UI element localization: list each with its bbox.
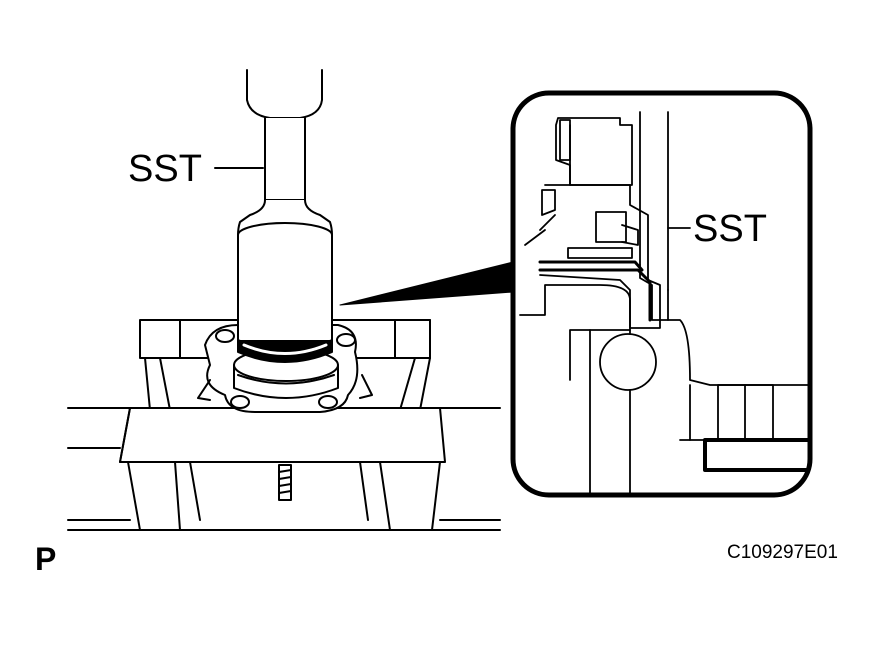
sst-label-main: SST [128,148,202,190]
callout-pointer [339,261,514,306]
figure-code: C109297E01 [727,542,838,563]
sst-label-detail: SST [693,208,767,250]
detail-inset [510,90,813,498]
view-marker: P [35,541,57,577]
sst-press-tool [214,69,333,363]
